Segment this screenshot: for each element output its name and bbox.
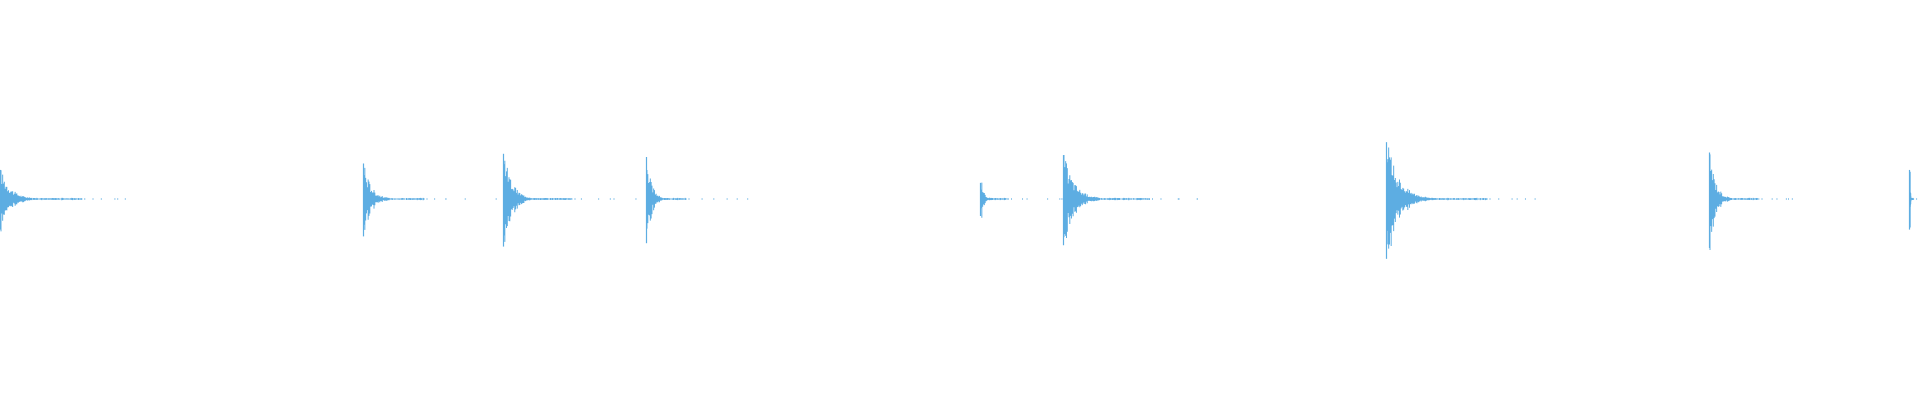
waveform-transient xyxy=(1062,154,1198,246)
transient-shape xyxy=(1386,147,1536,249)
transient-shape xyxy=(980,182,1063,218)
transient-shape xyxy=(0,170,126,232)
waveform-transient xyxy=(1385,142,1536,259)
waveform-transient xyxy=(645,157,749,244)
waveform-transient xyxy=(979,182,1063,218)
transient-shape xyxy=(1063,154,1198,238)
transient-shape xyxy=(646,170,749,229)
waveform-transient xyxy=(502,153,637,247)
waveform-transient xyxy=(362,163,497,237)
waveform-transient xyxy=(0,169,126,232)
waveform-transient xyxy=(1908,169,1918,230)
transient-shape xyxy=(1909,171,1918,228)
transient-shape xyxy=(503,160,637,242)
waveform-transient xyxy=(1708,152,1793,251)
transient-shape xyxy=(1709,154,1793,251)
